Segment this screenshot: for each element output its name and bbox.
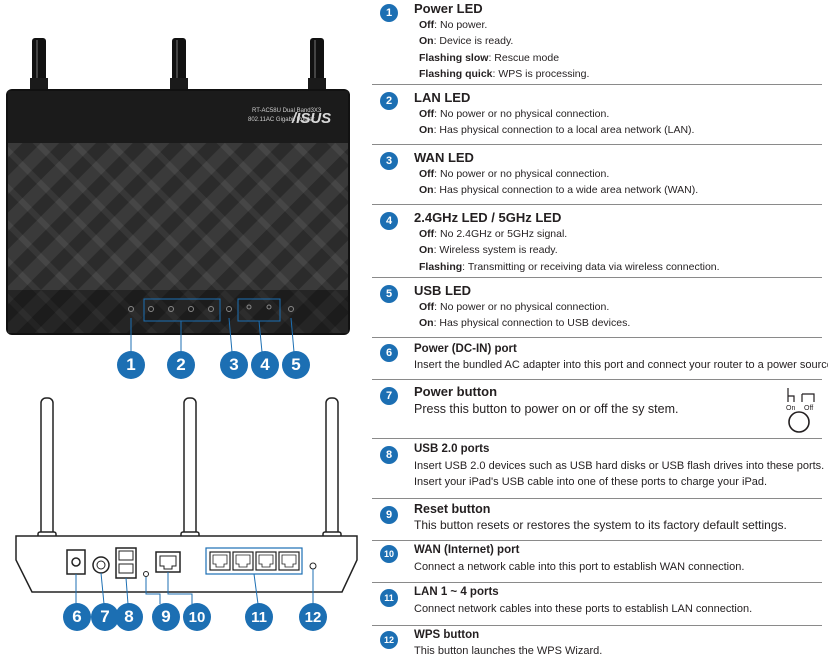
legend-num: 7 [380,387,398,405]
legend-line: Connect a network cable into this port t… [414,561,745,573]
legend-line: This button launches the WPS Wizard. [414,645,603,657]
legend: 1 Power LED Off: No power. On: Device is… [372,0,828,668]
legend-line: Off: No power. [419,19,488,31]
divider [372,144,822,145]
legend-line: On: Has physical connection to a local a… [419,124,695,136]
callout-7: 7 [91,603,119,631]
router-illustrations: RT-AC58U Dual Band3X3 802.11AC Gigabit R… [0,0,370,668]
legend-item-wps: 12 WPS button This button launches the W… [372,625,822,668]
router-drawings: RT-AC58U Dual Band3X3 802.11AC Gigabit R… [6,38,358,605]
legend-num: 10 [380,545,398,563]
legend-num: 1 [380,4,398,22]
legend-item-wan-led: 3 WAN LED Off: No power or no physical c… [372,144,822,202]
divider [372,438,822,439]
legend-title: Power button [414,384,498,399]
legend-title: Reset button [414,502,491,516]
legend-line: On: Has physical connection to USB devic… [419,317,631,329]
legend-item-lan-led: 2 LAN LED Off: No power or no physical c… [372,84,822,142]
legend-title: 2.4GHz LED / 5GHz LED [414,210,562,225]
legend-line: Press this button to power on or off the… [414,402,679,416]
front-antennas [30,38,326,92]
legend-line: This button resets or restores the syste… [414,518,787,532]
legend-title: USB LED [414,283,472,298]
callout-3: 3 [220,351,248,379]
callout-5: 5 [282,351,310,379]
divider [372,498,822,499]
legend-title: LAN LED [414,90,471,105]
legend-line: Flashing: Transmitting or receiving data… [419,261,720,273]
legend-title: WAN LED [414,150,474,165]
callout-8: 8 [115,603,143,631]
legend-line: Off: No power or no physical connection. [419,168,610,180]
legend-title: USB 2.0 ports [414,443,490,455]
power-switch-icon: On Off [786,388,815,433]
legend-num: 2 [380,92,398,110]
legend-line: Off: No power or no physical connection. [419,301,610,313]
legend-title: LAN 1 ~ 4 ports [414,586,499,598]
legend-item-usb-led: 5 USB LED Off: No power or no physical c… [372,277,822,335]
callout-9: 9 [152,603,180,631]
legend-title: Power LED [414,1,483,16]
legend-num: 11 [380,589,398,607]
legend-line: Connect network cables into these ports … [414,603,753,615]
legend-num: 4 [380,212,398,230]
legend-item-power-led: 1 Power LED Off: No power. On: Device is… [372,0,822,82]
legend-line: Insert your iPad's USB cable into one of… [414,476,768,488]
legend-num: 3 [380,152,398,170]
off-label: Off [804,405,813,412]
brand-logo: /ISUS [291,110,331,127]
legend-title: Power (DC-IN) port [414,343,517,355]
legend-line: On: Device is ready. [419,35,514,47]
legend-line: Off: No power or no physical connection. [419,108,610,120]
callout-12: 12 [299,603,327,631]
divider [372,277,822,278]
callout-11: 11 [245,603,273,631]
legend-line: Insert the bundled AC adapter into this … [414,359,828,371]
legend-line: Off: No 2.4GHz or 5GHz signal. [419,228,568,240]
legend-num: 9 [380,506,398,524]
legend-item-lan-ports: 11 LAN 1 ~ 4 ports Connect network cable… [372,582,822,624]
model-line-1: RT-AC58U Dual Band3X3 [252,108,322,114]
callout-2: 2 [167,351,195,379]
legend-item-dc-in: 6 Power (DC-IN) port Insert the bundled … [372,337,828,377]
legend-item-usb-ports: 8 USB 2.0 ports Insert USB 2.0 devices s… [372,438,825,496]
legend-line: Flashing slow: Rescue mode [419,52,560,64]
legend-item-wifi-led: 4 2.4GHz LED / 5GHz LED Off: No 2.4GHz o… [372,204,822,278]
legend-item-wan-port: 10 WAN (Internet) port Connect a network… [372,540,822,580]
legend-num: 8 [380,446,398,464]
legend-line: On: Wireless system is ready. [419,244,558,256]
divider [372,625,822,626]
legend-num: 12 [380,631,398,649]
legend-item-power-button: 7 Power button Press this button to powe… [372,379,822,436]
model-line-2: 802.11AC Gigabit Router [248,117,315,123]
legend-line: On: Has physical connection to a wide ar… [419,184,699,196]
divider [372,582,822,583]
legend-num: 6 [380,344,398,362]
callout-10: 10 [183,603,211,631]
callout-4: 4 [251,351,279,379]
on-label: On [786,405,795,412]
divider [372,379,822,380]
back-antennas [37,397,342,551]
router-back-body [15,535,358,605]
callout-1: 1 [117,351,145,379]
legend-line: Flashing quick: WPS is processing. [419,68,590,80]
legend-title: WAN (Internet) port [414,544,520,556]
divider [372,540,822,541]
divider [372,204,822,205]
legend-line: Insert USB 2.0 devices such as USB hard … [414,460,825,472]
legend-item-reset: 9 Reset button This button resets or res… [372,498,822,538]
callout-6: 6 [63,603,91,631]
divider [372,84,822,85]
router-front-body [6,89,350,353]
legend-num: 5 [380,285,398,303]
legend-title: WPS button [414,629,480,641]
divider [372,337,822,338]
